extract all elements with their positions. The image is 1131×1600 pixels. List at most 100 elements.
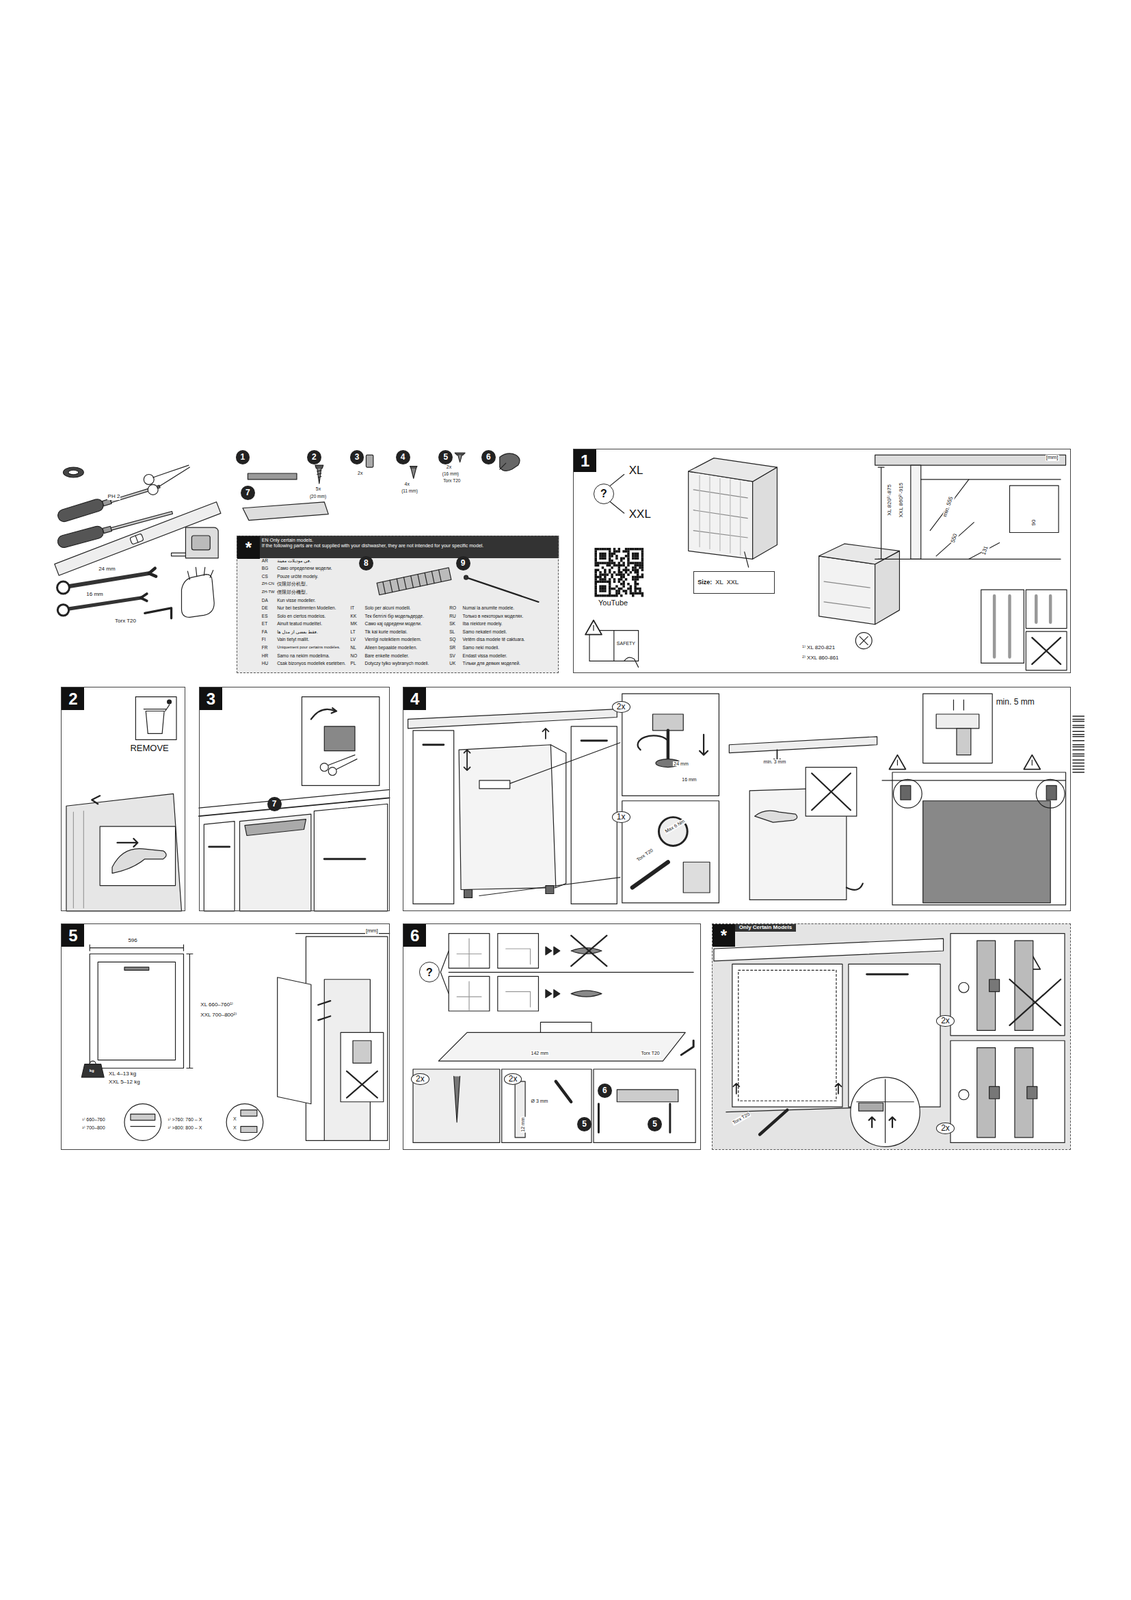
panel-2-drawing (165, 704, 170, 712)
callout-number: 5 (581, 1119, 587, 1129)
qr-cell (636, 547, 639, 550)
label-text: SQ (448, 636, 457, 642)
qr-cell (599, 584, 602, 587)
size-label-box: Size:XLXXL (693, 570, 775, 594)
panel-2-drawing (167, 699, 172, 704)
label-text: 仅限部分机型。 (276, 581, 312, 587)
step-number: * (237, 536, 260, 559)
label-text: Kun visse modeller. (276, 597, 316, 603)
label-text: Endast vissa modeller. (462, 653, 509, 658)
panel-1-drawing (688, 458, 778, 482)
qr-cell (622, 549, 625, 552)
qr-cell (631, 592, 634, 595)
step-panel: 37 (198, 686, 390, 911)
label-text: LV (350, 636, 357, 642)
qr-cell (615, 592, 618, 595)
callout-number: 4 (400, 452, 406, 462)
qr-cell (603, 580, 606, 583)
qr-cell (636, 561, 639, 564)
qr-cell (624, 547, 628, 550)
label-text: Samo na nekim modelima. (276, 653, 331, 658)
callout-number: 2 (311, 452, 317, 462)
panel-4-drawing (897, 759, 898, 765)
panel-1-drawing (613, 630, 615, 662)
label-text: Torx T20 (114, 618, 137, 625)
label-text: Torx T20 (442, 477, 461, 483)
qr-cell (624, 554, 628, 557)
parts-drawing (365, 454, 373, 468)
panel-4-drawing (622, 800, 720, 903)
qr-cell (608, 561, 611, 564)
qr-cell (594, 564, 597, 567)
qr-cell (594, 559, 597, 562)
panel-6-drawing (506, 948, 531, 964)
tools-drawing (67, 597, 141, 609)
callout-number: 5 (443, 452, 448, 462)
label-text: SR (448, 644, 457, 650)
qr-cell (594, 568, 597, 571)
qr-cell (596, 580, 600, 583)
panel-3-drawing (198, 789, 390, 808)
panel-5-drawing (130, 1125, 156, 1127)
qr-cell (606, 561, 609, 564)
tools-drawing (54, 501, 221, 576)
panel-2-drawing (91, 795, 100, 804)
qr-cell (633, 552, 636, 555)
qr-cell (638, 587, 641, 590)
qr-cell (633, 566, 636, 569)
qr-cell (613, 577, 616, 580)
panel-4-drawing (1023, 754, 1041, 770)
qr-cell (641, 552, 644, 555)
qr-cell (622, 561, 625, 564)
panel-5-drawing (89, 1060, 96, 1064)
qr-cell (631, 568, 634, 571)
qr-cell (599, 573, 602, 576)
qr-cell (613, 594, 616, 597)
label-text: SV (448, 653, 457, 658)
qr-cell (622, 557, 625, 560)
qr-cell (629, 587, 632, 590)
qr-cell (633, 582, 636, 585)
label-text: XL 820¹⁾-875 (886, 483, 893, 517)
qr-cell (624, 592, 628, 595)
qr-cell (641, 575, 644, 578)
callout-circle: 6 (481, 449, 496, 465)
callout-number: 9 (460, 558, 466, 568)
qr-cell (615, 594, 618, 597)
label-text: 16 mm (85, 591, 104, 598)
panel-4-drawing (550, 744, 566, 888)
parts-note-box: *EN Only certain models.If the following… (236, 535, 559, 673)
panel-3-drawing (324, 726, 355, 751)
panel-4-drawing (542, 728, 549, 739)
qr-cell (610, 566, 613, 569)
panel-star-drawing (732, 963, 843, 1107)
qr-cell (613, 547, 616, 550)
qr-cell (615, 589, 618, 592)
qr-cell (627, 587, 630, 590)
panel-1-drawing (981, 589, 1025, 663)
label-text: 550 (949, 532, 959, 545)
panel-4-drawing (936, 713, 980, 729)
qr-cell (618, 561, 621, 564)
panel-3-drawing (324, 857, 366, 860)
panel-5-drawing (305, 936, 388, 1140)
panel-4-drawing (622, 693, 720, 796)
qr-cell (618, 589, 621, 592)
count-label: 2x (936, 1014, 955, 1027)
parts-drawing (499, 462, 507, 470)
count-label: 2x (936, 1122, 955, 1134)
qr-cell (622, 582, 625, 585)
panel-6-drawing (506, 991, 531, 1007)
tools-drawing (143, 474, 154, 485)
panel-4-drawing (637, 735, 668, 750)
panel-1-drawing (855, 632, 872, 649)
qr-cell (620, 594, 623, 597)
label-text: X (232, 1115, 238, 1122)
panel-4-drawing (581, 739, 607, 742)
step-number: 5 (61, 923, 85, 947)
panel-3-drawing (244, 819, 306, 836)
qr-cell (636, 587, 639, 590)
panel-4-drawing (956, 728, 971, 755)
panel-4-drawing (846, 883, 863, 890)
qr-cell (633, 580, 636, 583)
